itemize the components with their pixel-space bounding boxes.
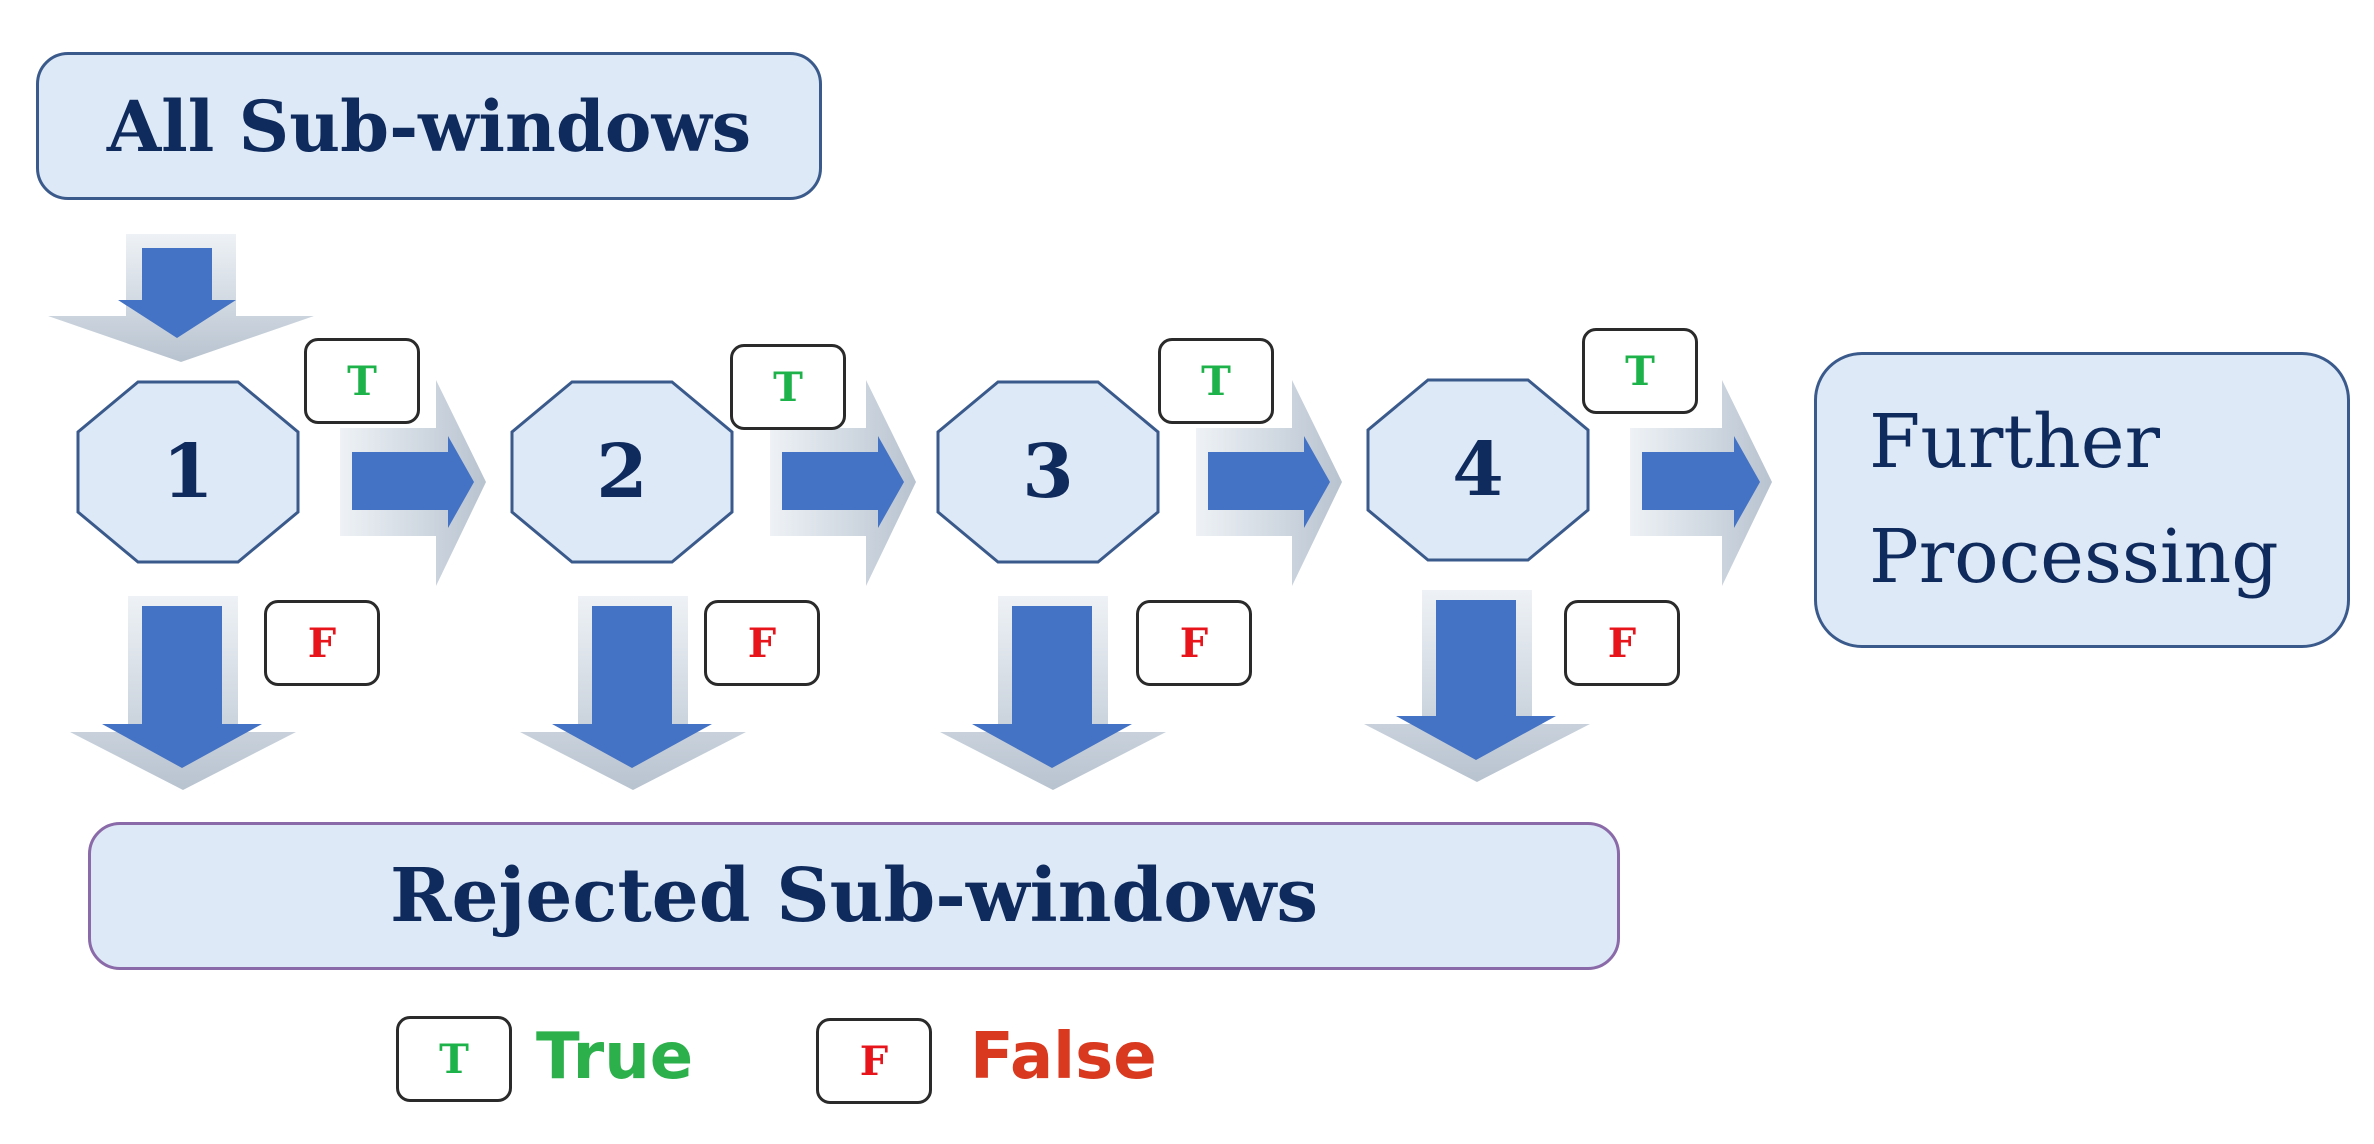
further-processing-line2: Processing — [1869, 514, 2279, 600]
true-arrow-2-to-3 — [770, 380, 916, 586]
true-arrow-4-to-further — [1630, 380, 1772, 586]
false-arrow-2 — [520, 596, 746, 790]
legend-false-tag: F — [816, 1018, 932, 1104]
rejected-subwindows-box: Rejected Sub-windows — [88, 822, 1620, 970]
stage-3-false-tag: F — [1136, 600, 1252, 686]
stage-1-true-tag: T — [304, 338, 420, 424]
further-processing-line1: Further — [1869, 399, 2160, 486]
stage-1-octagon: 1 — [76, 380, 300, 564]
true-arrow-3-to-4 — [1196, 380, 1342, 586]
legend-true-tag: T — [396, 1016, 512, 1102]
stage-2-true-tag: T — [730, 344, 846, 430]
stage-3-true-tag: T — [1158, 338, 1274, 424]
stage-4-false-tag: F — [1564, 600, 1680, 686]
false-arrow-1 — [70, 596, 296, 790]
stage-2-false-tag: F — [704, 600, 820, 686]
all-subwindows-box: All Sub-windows — [36, 52, 822, 200]
further-processing-box: Further Processing — [1814, 352, 2350, 648]
false-arrow-3 — [940, 596, 1166, 790]
stage-3-octagon: 3 — [936, 380, 1160, 564]
true-arrow-1-to-2 — [340, 380, 486, 586]
stage-4-octagon: 4 — [1366, 378, 1590, 562]
all-subwindows-label: All Sub-windows — [106, 84, 752, 168]
stage-4-label: 4 — [1452, 427, 1504, 513]
stage-4-true-tag: T — [1582, 328, 1698, 414]
stage-2-octagon: 2 — [510, 380, 734, 564]
stage-3-label: 3 — [1022, 429, 1074, 515]
legend-false-label: False — [970, 1020, 1157, 1094]
entry-arrow-down — [48, 234, 314, 362]
stage-2-label: 2 — [596, 429, 648, 515]
stage-1-label: 1 — [162, 429, 214, 515]
stage-1-false-tag: F — [264, 600, 380, 686]
false-arrow-4 — [1364, 590, 1590, 782]
rejected-subwindows-label: Rejected Sub-windows — [389, 853, 1319, 939]
legend-true-label: True — [536, 1020, 694, 1094]
